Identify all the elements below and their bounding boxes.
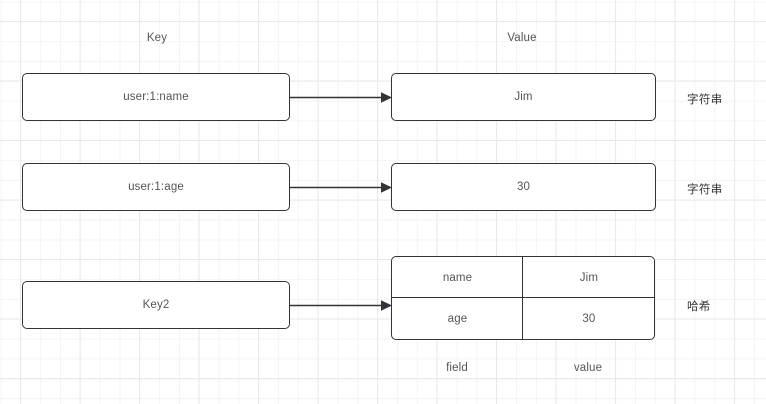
column-header-key: Key — [146, 32, 168, 44]
sublabel-value: value — [573, 362, 603, 374]
hash-cell-value-30[interactable]: 30 — [522, 297, 656, 341]
arrow-key-to-hash — [289, 300, 392, 311]
column-header-value: Value — [507, 32, 537, 44]
value-box-30[interactable]: 30 — [391, 163, 656, 211]
type-label-string-2: 字符串 — [687, 184, 723, 196]
arrow-key-to-value-1 — [289, 92, 392, 103]
key-box-user-1-name[interactable]: user:1:name — [22, 73, 290, 121]
arrow-key-to-value-2 — [289, 182, 392, 193]
hash-cell-field-name[interactable]: name — [391, 256, 524, 299]
type-label-hash: 哈希 — [687, 301, 711, 313]
hash-cell-value-jim[interactable]: Jim — [522, 256, 656, 299]
key-box-user-1-age[interactable]: user:1:age — [22, 163, 290, 211]
value-box-jim[interactable]: Jim — [391, 73, 656, 121]
sublabel-field: field — [446, 362, 468, 374]
key-box-key2[interactable]: Key2 — [22, 281, 290, 329]
hash-cell-field-age[interactable]: age — [391, 297, 524, 341]
type-label-string-1: 字符串 — [687, 94, 723, 106]
